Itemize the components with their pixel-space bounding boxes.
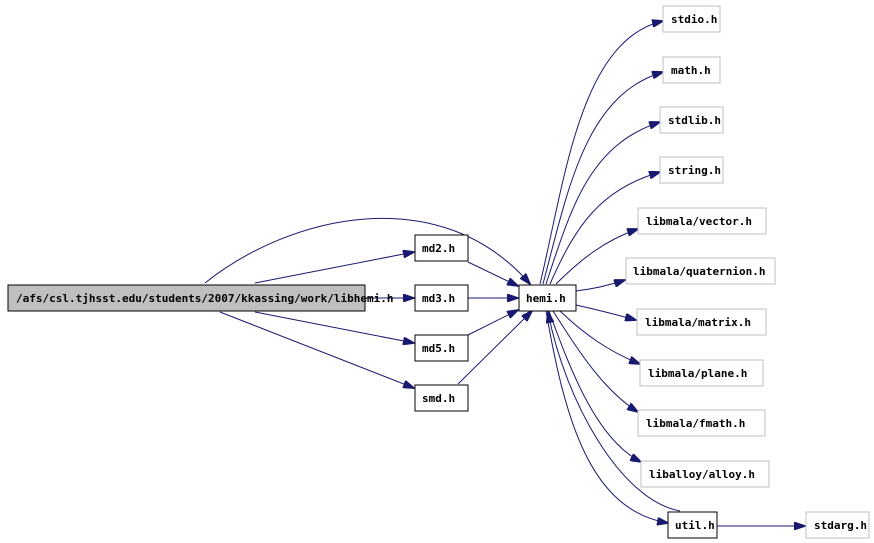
- node-libmala-quaternion[interactable]: libmala/quaternion.h: [625, 257, 776, 285]
- md5-label: md5.h: [422, 342, 455, 355]
- libmala-matrix-label: libmala/matrix.h: [645, 316, 751, 329]
- node-stdlib[interactable]: stdlib.h: [659, 106, 724, 134]
- libmala-fmath-label: libmala/fmath.h: [646, 417, 745, 430]
- libmala-vector-label: libmala/vector.h: [646, 215, 752, 228]
- md2-label: md2.h: [422, 242, 455, 255]
- hemi-label: hemi.h: [526, 292, 566, 305]
- edge-hemi-to-string: [549, 172, 660, 285]
- md3-label: md3.h: [422, 292, 455, 305]
- node-stdarg[interactable]: stdarg.h: [805, 511, 870, 539]
- edge-hemi-to-math: [542, 72, 663, 285]
- node-libmala-vector[interactable]: libmala/vector.h: [637, 207, 767, 235]
- edge-root-to-md2: [254, 252, 414, 284]
- libmala-plane-label: libmala/plane.h: [648, 367, 747, 380]
- node-hemi[interactable]: hemi.h: [518, 284, 577, 312]
- stdlib-label: stdlib.h: [668, 114, 721, 127]
- hemi-box: [518, 284, 577, 312]
- util-box: [667, 511, 718, 539]
- node-md3[interactable]: md3.h: [414, 284, 469, 312]
- node-liballoy-alloy[interactable]: liballoy/alloy.h: [640, 460, 770, 488]
- edge-hemi-to-matrix: [575, 304, 636, 320]
- stdarg-label: stdarg.h: [814, 519, 867, 532]
- node-smd[interactable]: smd.h: [414, 384, 469, 412]
- edge-md5-to-hemi: [467, 310, 518, 336]
- stdarg-box: [805, 511, 870, 539]
- node-stdio[interactable]: stdio.h: [662, 5, 721, 33]
- edge-root-to-smd: [219, 311, 414, 388]
- libmala-quaternion-box: [625, 257, 776, 285]
- edge-hemi-to-alloy: [548, 310, 641, 462]
- edge-hemi-to-quaternion: [575, 280, 625, 292]
- node-libmala-matrix[interactable]: libmala/matrix.h: [636, 308, 767, 336]
- string-label: string.h: [668, 164, 721, 177]
- stdio-label: stdio.h: [671, 13, 717, 26]
- edge-root-to-hemi: [204, 218, 530, 284]
- root-file-label: /afs/csl.tjhsst.edu/students/2007/kkassi…: [16, 292, 394, 305]
- edge-hemi-to-util: [545, 310, 668, 523]
- edge-hemi-to-stdio: [539, 21, 663, 285]
- edge-hemi-to-plane: [559, 310, 640, 364]
- node-md2[interactable]: md2.h: [414, 234, 469, 262]
- node-math[interactable]: math.h: [662, 56, 721, 84]
- stdio-box: [662, 5, 721, 33]
- libmala-quaternion-label: libmala/quaternion.h: [633, 265, 765, 278]
- edge-root-to-md5: [254, 311, 414, 343]
- libmala-matrix-box: [636, 308, 767, 336]
- edge-hemi-to-fmath: [552, 310, 638, 412]
- edge-hemi-to-stdlib: [545, 122, 660, 285]
- math-label: math.h: [671, 64, 711, 77]
- node-libmala-plane[interactable]: libmala/plane.h: [639, 359, 764, 387]
- node-root-file[interactable]: /afs/csl.tjhsst.edu/students/2007/kkassi…: [7, 284, 394, 312]
- root-file-box: [7, 284, 366, 312]
- util-label: util.h: [675, 519, 715, 532]
- edges: [204, 21, 805, 526]
- string-box: [659, 156, 724, 184]
- node-string[interactable]: string.h: [659, 156, 724, 184]
- libmala-vector-box: [637, 207, 767, 235]
- edge-hemi-to-vector: [555, 229, 638, 285]
- math-box: [662, 56, 721, 84]
- node-libmala-fmath[interactable]: libmala/fmath.h: [637, 409, 766, 437]
- stdlib-box: [659, 106, 724, 134]
- edge-util-to-hemi: [548, 312, 681, 512]
- md2-box: [414, 234, 469, 262]
- node-util[interactable]: util.h: [667, 511, 718, 539]
- smd-box: [414, 384, 469, 412]
- nodes: /afs/csl.tjhsst.edu/students/2007/kkassi…: [7, 5, 870, 539]
- edge-smd-to-hemi: [457, 311, 532, 385]
- md3-box: [414, 284, 469, 312]
- edge-md2-to-hemi: [467, 261, 518, 286]
- libmala-plane-box: [639, 359, 764, 387]
- smd-label: smd.h: [422, 392, 455, 405]
- md5-box: [414, 334, 469, 362]
- liballoy-alloy-label: liballoy/alloy.h: [649, 468, 755, 481]
- libmala-fmath-box: [637, 409, 766, 437]
- liballoy-alloy-box: [640, 460, 770, 488]
- node-md5[interactable]: md5.h: [414, 334, 469, 362]
